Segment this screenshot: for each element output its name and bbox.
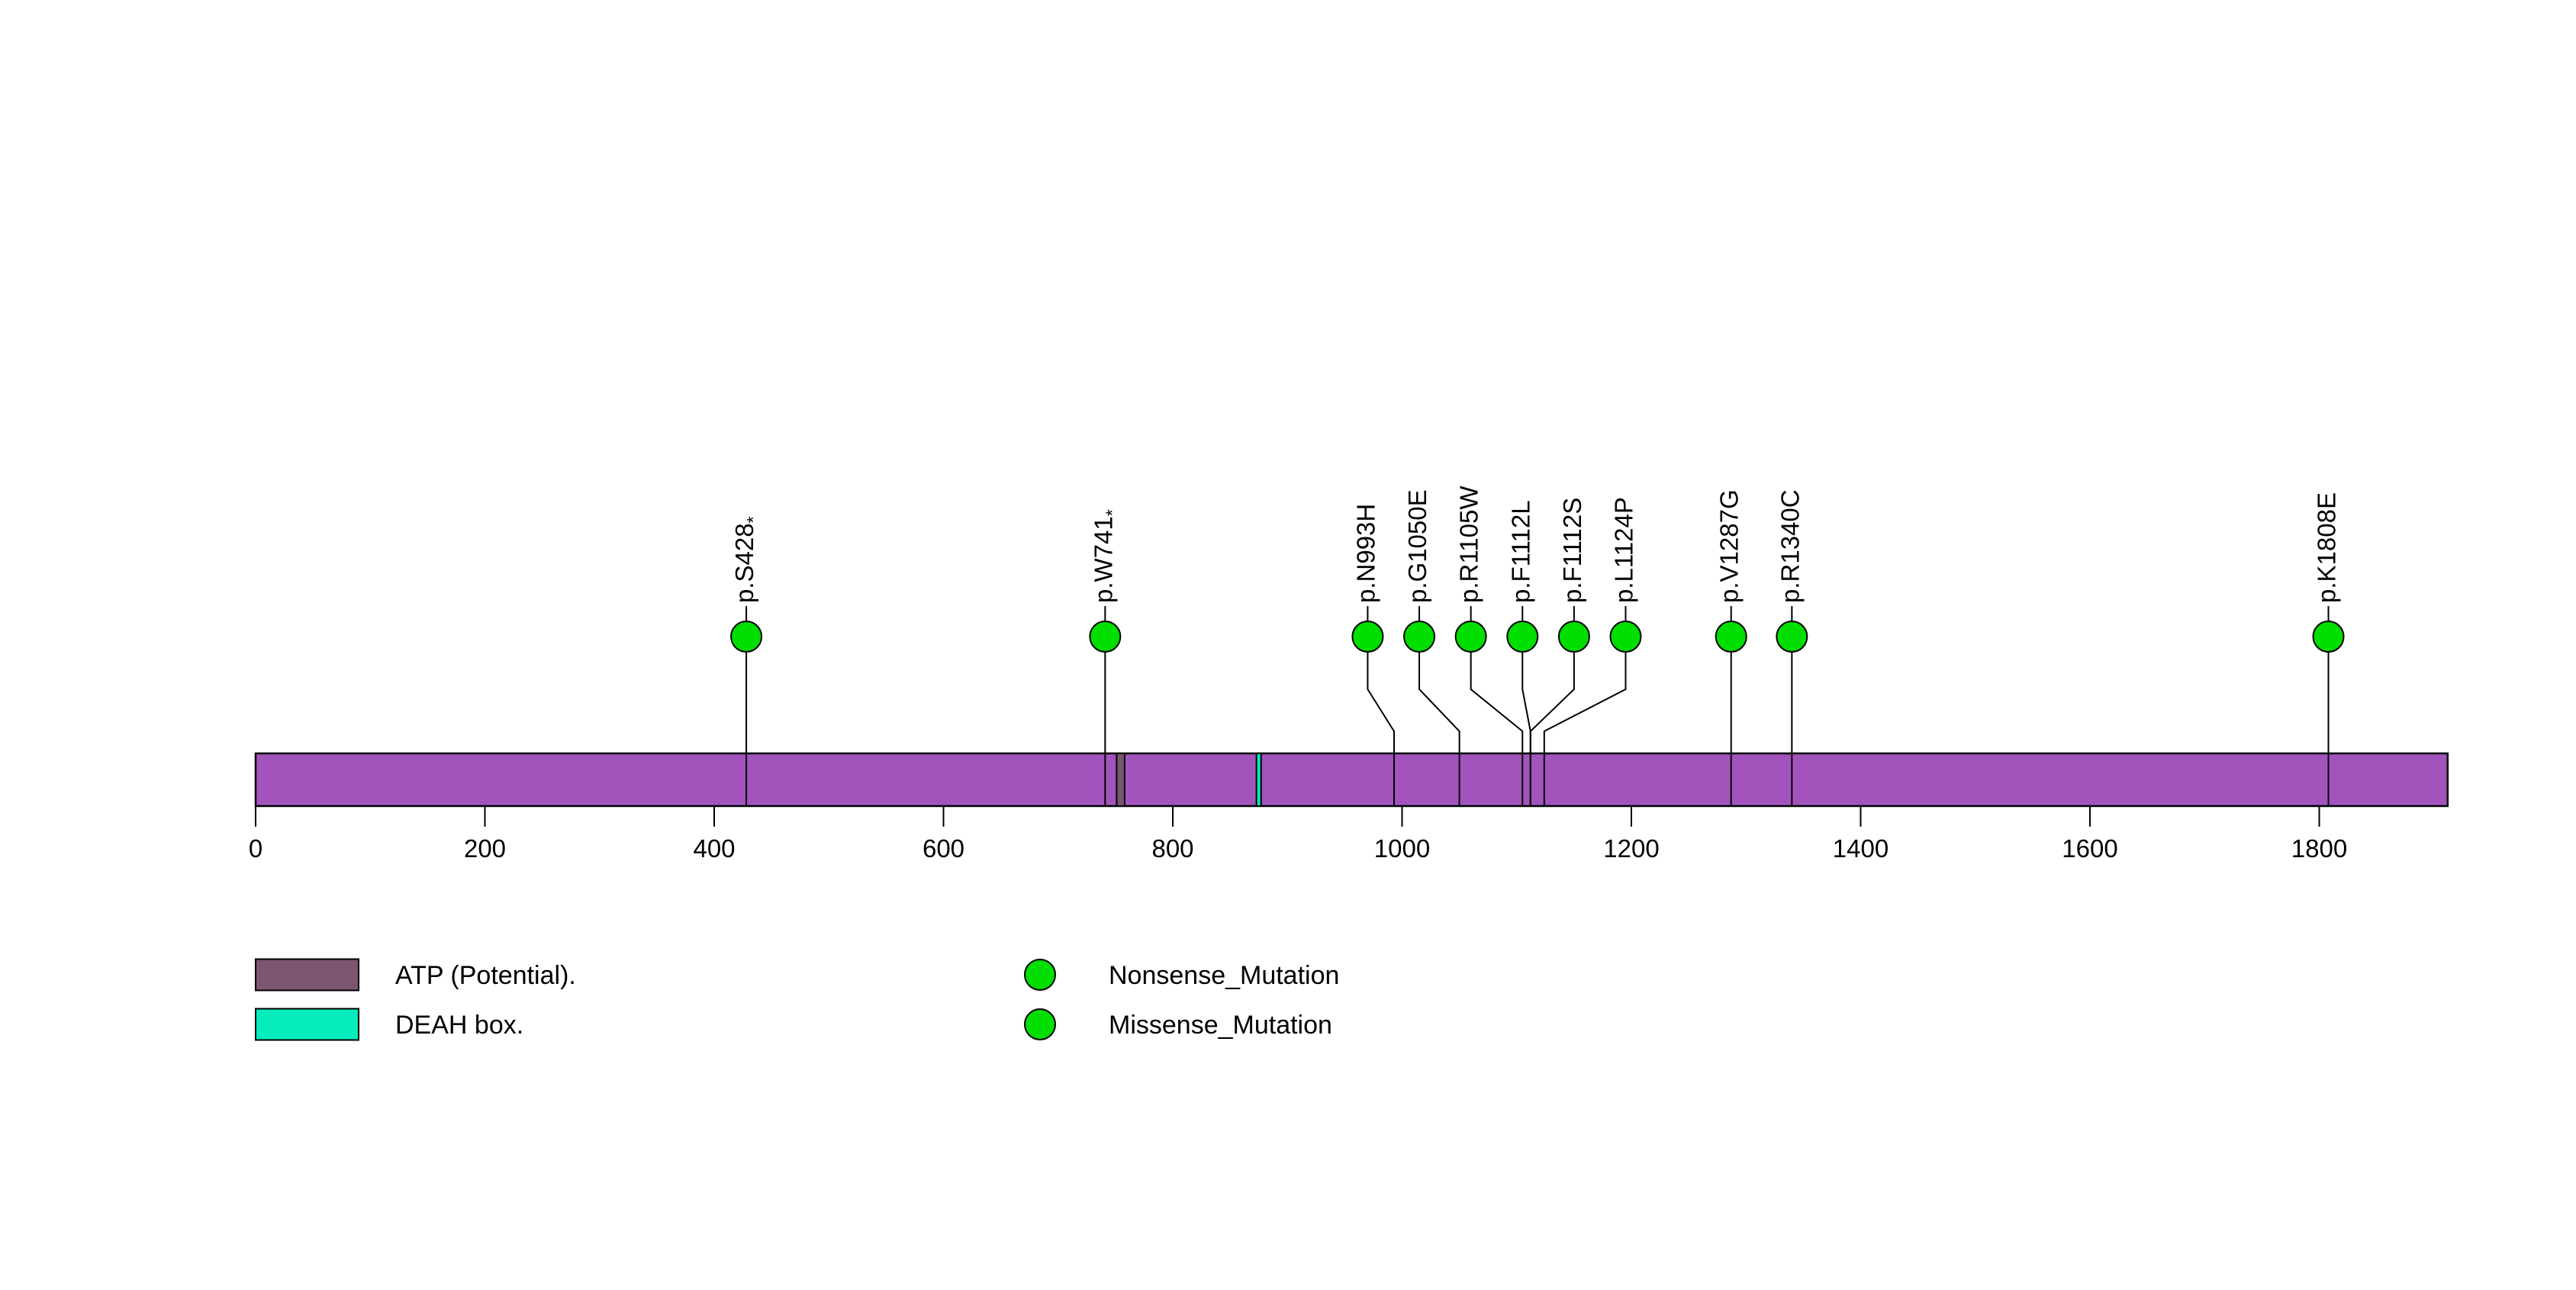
axis-tick-label: 800 [1151, 834, 1193, 863]
legend-label-deah: DEAH box. [395, 1011, 523, 1040]
axis-tick-label: 1000 [1374, 834, 1430, 863]
mutation-circle [1351, 621, 1384, 653]
domain-band-deah [1255, 753, 1262, 807]
legend-circle-missense [1024, 1008, 1056, 1040]
mutation-label: p.V1287G [1715, 489, 1744, 603]
mutation-label: p.W741* [1089, 509, 1122, 603]
mutation-label: p.L1124P [1609, 497, 1637, 603]
mutation-label: p.R1105W [1455, 485, 1483, 603]
mutation-label: p.S428* [730, 516, 763, 603]
mutation-label: p.R1340C [1776, 489, 1804, 603]
protein-backbone [254, 752, 2449, 808]
axis-tick-label: 1800 [2291, 834, 2347, 863]
mutation-label: p.F1112S [1558, 498, 1586, 603]
legend-label-nonsense: Nonsense_Mutation [1109, 961, 1339, 990]
mutation-circle [1557, 621, 1590, 653]
axis-tick-label: 0 [249, 834, 262, 863]
mutation-circle [1609, 621, 1642, 653]
axis-tick-label: 1200 [1603, 834, 1659, 863]
mutation-circle [730, 621, 763, 653]
legend-circle-nonsense [1024, 959, 1056, 991]
legend-label-missense: Missense_Mutation [1109, 1011, 1332, 1040]
mutation-circle [1776, 621, 1808, 653]
mutation-circle [1403, 621, 1436, 653]
axis-tick-label: 600 [923, 834, 964, 863]
mutation-circle [1089, 621, 1122, 653]
axis-tick-label: 200 [464, 834, 506, 863]
mutation-circle [1506, 621, 1539, 653]
legend-label-atp: ATP (Potential). [395, 961, 576, 990]
mutation-label: p.N993H [1351, 504, 1380, 603]
axis-tick-label: 1600 [2062, 834, 2117, 863]
mutation-label: p.G1050E [1403, 489, 1431, 603]
mutation-label: p.K1808E [2313, 492, 2341, 603]
mutation-label: p.F1112L [1506, 500, 1534, 603]
legend-swatch-deah [255, 1008, 359, 1041]
legend-swatch-atp [255, 958, 359, 992]
mutation-circle [2312, 621, 2345, 653]
domain-band-atp [1116, 753, 1125, 807]
axis-tick-label: 1400 [1833, 834, 1889, 863]
axis-tick-label: 400 [693, 834, 735, 863]
mutation-circle [1454, 621, 1487, 653]
mutation-circle [1715, 621, 1747, 653]
